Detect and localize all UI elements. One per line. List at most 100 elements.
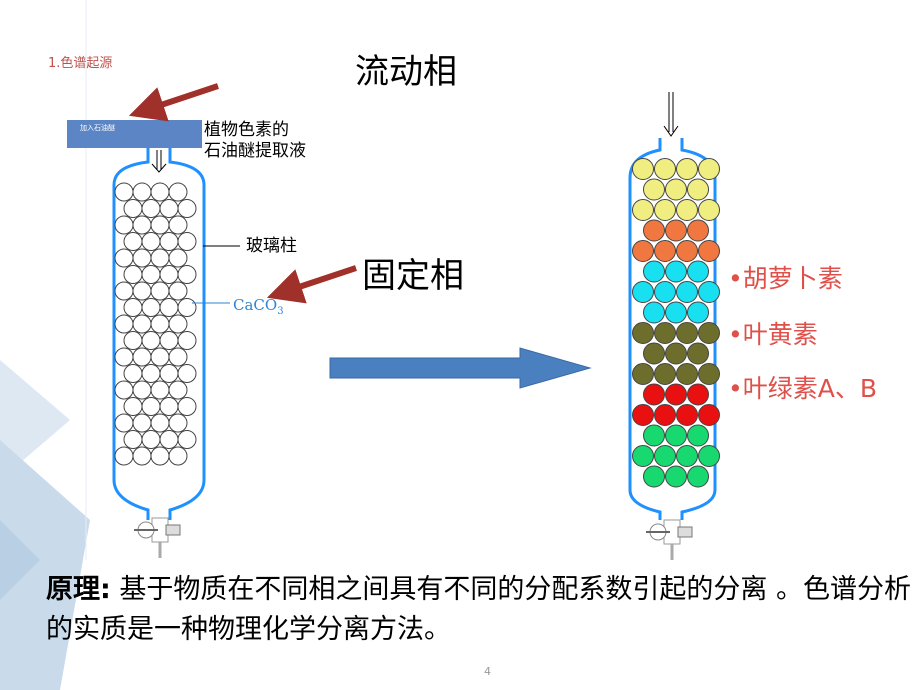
column-packing (114, 182, 197, 466)
packing-ball (632, 404, 654, 426)
packing-ball (632, 363, 654, 385)
packing-ball (123, 232, 143, 251)
extract-label-line2: 石油醚提取液 (204, 141, 306, 161)
packing-ball (141, 331, 161, 350)
pigment-label-chlorophyll: •叶绿素A、B (728, 374, 877, 403)
packing-ball (177, 199, 197, 218)
packing-ball (643, 260, 665, 283)
packing-ball (168, 182, 188, 202)
packing-ball (665, 178, 687, 201)
stopcock-icon (646, 519, 693, 560)
packing-ball (665, 342, 687, 365)
glass-column-label: 玻璃柱 (246, 236, 297, 256)
packing-ball (114, 314, 134, 334)
packing-ball (168, 215, 188, 235)
packing-ball (168, 413, 188, 433)
packing-ball (177, 232, 197, 251)
packing-ball (123, 331, 143, 350)
packing-ball (698, 199, 720, 221)
packing-ball (114, 215, 134, 235)
packing-ball (643, 301, 665, 324)
separated-pigment-bands (632, 158, 720, 488)
packing-ball (132, 215, 152, 235)
packing-ball (132, 314, 152, 334)
extract-label: 植物色素的 石油醚提取液 (204, 120, 306, 162)
packing-ball (177, 331, 197, 350)
packing-label-subscript: 3 (277, 306, 284, 317)
packing-ball (177, 364, 197, 383)
packing-ball (676, 322, 698, 344)
packing-ball (698, 240, 720, 262)
packing-ball (643, 383, 665, 406)
packing-ball (665, 424, 687, 447)
packing-ball (159, 364, 179, 383)
packing-ball (643, 424, 665, 447)
packing-ball (114, 347, 134, 367)
packing-ball (123, 397, 143, 416)
packing-ball (632, 281, 654, 303)
packing-ball (643, 219, 665, 242)
packing-ball (132, 281, 152, 301)
packing-ball (687, 342, 709, 365)
packing-ball (665, 383, 687, 406)
packing-ball (676, 240, 698, 262)
packing-ball (114, 248, 134, 268)
cap-label: 加入石油醚 (80, 124, 115, 132)
packing-ball (168, 347, 188, 367)
packing-ball (177, 430, 197, 449)
packing-ball (698, 445, 720, 467)
red-pointer-arrow (266, 265, 357, 304)
packing-ball (665, 260, 687, 283)
packing-ball (643, 342, 665, 365)
packing-ball (141, 364, 161, 383)
packing-ball (676, 404, 698, 426)
packing-ball (687, 219, 709, 242)
packing-ball (141, 430, 161, 449)
packing-ball (159, 331, 179, 350)
packing-ball (687, 178, 709, 201)
packing-ball (177, 397, 197, 416)
packing-ball (141, 265, 161, 284)
packing-ball (132, 347, 152, 367)
packing-ball (123, 298, 143, 317)
column-outline (112, 148, 206, 520)
petroleum-ether-cap (67, 120, 202, 148)
principle-prefix: 原理: (46, 574, 111, 605)
right-glass-column (628, 92, 720, 560)
packing-ball (132, 380, 152, 400)
packing-ball (141, 232, 161, 251)
packing-ball (150, 380, 170, 400)
packing-ball (132, 248, 152, 268)
packing-ball (643, 465, 665, 488)
inflow-arrow-head (663, 125, 679, 137)
packing-ball (698, 158, 720, 180)
stationary-phase-heading: 固定相 (362, 256, 464, 296)
packing-ball (159, 199, 179, 218)
packing-ball (159, 298, 179, 317)
packing-ball (150, 215, 170, 235)
packing-ball (132, 182, 152, 202)
packing-ball (632, 445, 654, 467)
packing-ball (168, 314, 188, 334)
packing-ball (114, 281, 134, 301)
packing-ball (632, 240, 654, 262)
red-pointer-arrow (128, 83, 219, 122)
pigment-label-xanthophyll: •叶黄素 (728, 320, 818, 349)
packing-ball (168, 380, 188, 400)
packing-ball (159, 265, 179, 284)
packing-ball (654, 240, 676, 262)
packing-ball (150, 182, 170, 202)
packing-ball (698, 322, 720, 344)
packing-ball (632, 199, 654, 221)
packing-ball (687, 260, 709, 283)
packing-ball (159, 232, 179, 251)
decorative-corner-shape (0, 440, 90, 690)
packing-ball (676, 281, 698, 303)
packing-ball (654, 445, 676, 467)
packing-label-main: CaCO (233, 296, 278, 314)
packing-ball (114, 413, 134, 433)
packing-ball (654, 363, 676, 385)
packing-ball (141, 199, 161, 218)
section-label: 1.色谱起源 (48, 56, 113, 71)
